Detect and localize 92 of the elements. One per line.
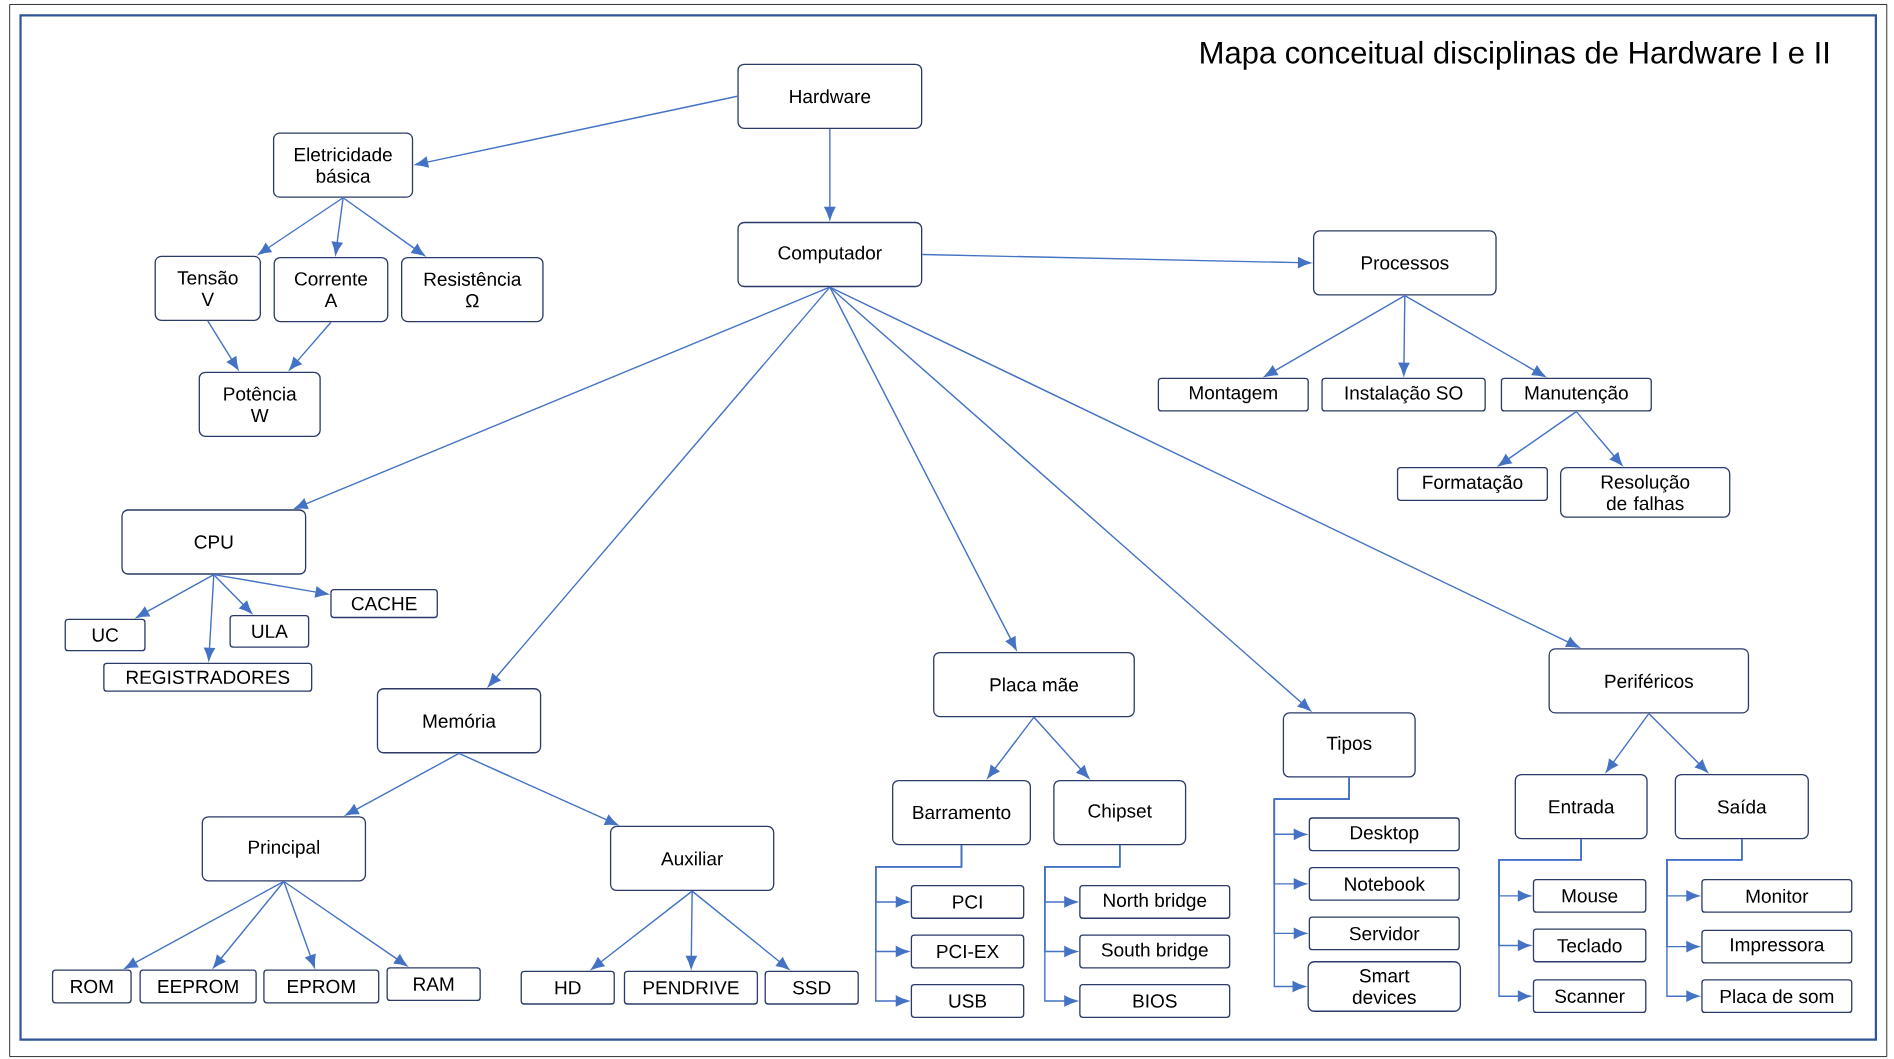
- title: Mapa conceitual disciplinas de Hardware I e II: [1201, 40, 1828, 70]
- arrow: [213, 573, 253, 614]
- concept-box: Mouse: [1532, 878, 1647, 913]
- concept-box: Saída: [1674, 773, 1809, 840]
- arrow: [124, 880, 285, 969]
- arrow: [212, 880, 285, 969]
- arrow: [829, 286, 1017, 651]
- concept-box: PCI: [910, 885, 1025, 919]
- concept-box: HD: [520, 970, 615, 1005]
- concept-box: Tipos: [1282, 712, 1416, 778]
- arrow: [258, 197, 344, 255]
- arrow: [1044, 844, 1121, 1007]
- arrow: [204, 573, 215, 661]
- arrow: [458, 752, 618, 826]
- arrow: [1648, 712, 1708, 773]
- arrow: [289, 321, 332, 371]
- concept-box: Placa mãe: [933, 651, 1135, 718]
- concept-box: RAM: [386, 967, 481, 1002]
- arrow: [824, 128, 836, 220]
- concept-box: Computador: [737, 221, 923, 288]
- arrow: [136, 573, 215, 619]
- arrow: [1605, 712, 1650, 773]
- concept-box: Barramento: [892, 779, 1031, 846]
- arrow: [1033, 716, 1090, 779]
- concept-box: Memória: [376, 688, 542, 754]
- concept-box: North bridge: [1079, 885, 1231, 919]
- concept-box: Notebook: [1308, 866, 1460, 901]
- concept-box: Auxiliar: [609, 825, 775, 892]
- arrow: [342, 197, 425, 256]
- concept-box: South bridge: [1079, 934, 1231, 969]
- concept-box: Placa de som: [1701, 979, 1853, 1014]
- arrow: [213, 573, 329, 598]
- concept-box: Chipset: [1053, 779, 1187, 846]
- concept-box: Hardware: [737, 63, 923, 129]
- arrow: [331, 197, 344, 255]
- concept-box: BIOS: [1079, 984, 1231, 1018]
- arrow: [345, 752, 460, 816]
- arrow: [283, 880, 316, 968]
- arrow: [1498, 838, 1582, 1002]
- arrow: [415, 95, 739, 168]
- concept-box: CACHE: [330, 589, 438, 619]
- arrow: [1666, 838, 1743, 1002]
- arrow: [207, 320, 239, 371]
- concept-box: Montagem: [1157, 377, 1309, 412]
- concept-box: Smart devices: [1307, 961, 1461, 1012]
- concept-box: REGISTRADORES: [103, 662, 313, 692]
- concept-box: CPU: [121, 509, 307, 575]
- concept-box: PCI-EX: [910, 934, 1025, 969]
- arrow: [1498, 410, 1578, 467]
- arrow: [987, 716, 1035, 779]
- concept-box: EEPROM: [139, 969, 257, 1004]
- arrow: [294, 286, 831, 509]
- concept-box: Teclado: [1532, 928, 1647, 963]
- arrow: [829, 286, 1311, 712]
- concept-box: Scanner: [1532, 979, 1647, 1014]
- arrow: [591, 890, 693, 970]
- concept-box: ROM: [51, 969, 132, 1004]
- arrow: [829, 286, 1580, 648]
- concept-box: Potência W: [198, 371, 321, 437]
- concept-box: USB: [910, 984, 1025, 1018]
- concept-box: Impressora: [1701, 929, 1853, 964]
- arrow: [488, 286, 831, 687]
- arrow: [1575, 410, 1623, 466]
- concept-box: Servidor: [1308, 916, 1460, 951]
- concept-box: Desktop: [1308, 817, 1460, 852]
- concept-box: Instalação SO: [1321, 377, 1486, 412]
- concept-box: Formatação: [1396, 467, 1548, 501]
- arrow: [875, 844, 963, 1007]
- arrow: [685, 890, 697, 969]
- concept-box: Resistência Ω: [401, 256, 544, 323]
- concept-box: Processos: [1312, 230, 1497, 296]
- concept-box: Manutenção: [1500, 377, 1652, 412]
- arrow: [283, 880, 408, 967]
- arrow: [921, 253, 1311, 269]
- concept-box: PENDRIVE: [623, 970, 759, 1005]
- arrow: [1264, 294, 1406, 377]
- concept-box: EPROM: [263, 969, 380, 1004]
- concept-box: ULA: [229, 615, 310, 648]
- concept-box: UC: [64, 618, 146, 652]
- concept-box: Entrada: [1514, 773, 1648, 840]
- concept-box: Tensão V: [154, 255, 261, 321]
- arrow: [1404, 294, 1546, 377]
- arrow: [691, 890, 790, 970]
- concept-box: SSD: [764, 970, 859, 1005]
- concept-box: Resolução de falhas: [1560, 467, 1731, 518]
- concept-box: Monitor: [1701, 878, 1853, 913]
- arrow: [1398, 294, 1410, 376]
- concept-box: Principal: [201, 816, 367, 882]
- concept-box: Eletricidade básica: [272, 132, 414, 198]
- arrow: [1273, 776, 1350, 992]
- concept-box: Periféricos: [1548, 648, 1750, 714]
- concept-box: Corrente A: [273, 256, 389, 323]
